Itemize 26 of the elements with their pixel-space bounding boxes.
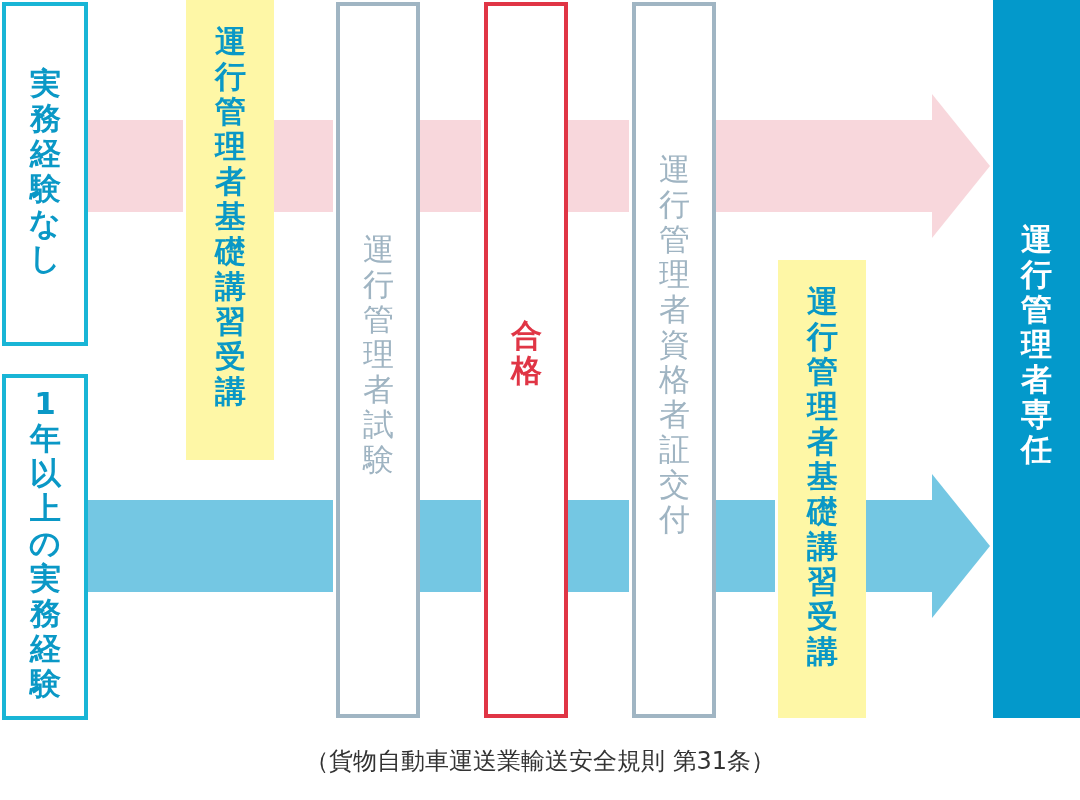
step-box bbox=[2, 374, 88, 720]
connector-band bbox=[88, 500, 333, 592]
step-text: 運行管理者資格者証交付 bbox=[657, 152, 691, 537]
step-box bbox=[336, 2, 420, 718]
step-text: 合格 bbox=[509, 318, 543, 388]
step-text: 1年以上の実務経験 bbox=[28, 386, 62, 701]
caption: （貨物自動車運送業輸送安全規則 第31条） bbox=[303, 746, 777, 777]
connector-band bbox=[420, 500, 481, 592]
step-box bbox=[186, 0, 274, 460]
step-text: 運行管理者試験 bbox=[361, 232, 395, 477]
step-text: 運行管理者専任 bbox=[1019, 222, 1053, 467]
step-text: 運行管理者基礎講習受講 bbox=[805, 284, 839, 669]
arrow bbox=[716, 94, 990, 238]
step-box bbox=[2, 2, 88, 346]
step-text: 運行管理者基礎講習受講 bbox=[213, 24, 247, 409]
step-box bbox=[778, 260, 866, 718]
connector-band bbox=[420, 120, 481, 212]
step-box bbox=[993, 0, 1080, 718]
step-box bbox=[632, 2, 716, 718]
connector-band bbox=[568, 120, 629, 212]
arrow bbox=[866, 474, 990, 618]
connector-band bbox=[88, 120, 183, 212]
step-text: 実務経験なし bbox=[28, 66, 62, 276]
connector-band bbox=[274, 120, 333, 212]
connector-band bbox=[568, 500, 629, 592]
step-box bbox=[484, 2, 568, 718]
